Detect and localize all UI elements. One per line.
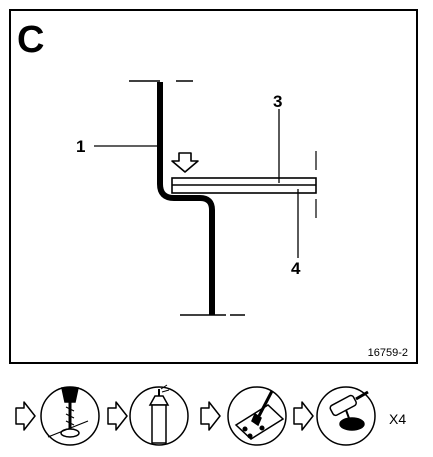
drill-icon [40, 386, 100, 446]
callout-3: 3 [273, 92, 282, 111]
step-arrow-icon [200, 401, 221, 431]
procedure-strip [15, 384, 376, 446]
callout-1: 1 [76, 137, 85, 156]
step-arrow-icon [107, 401, 128, 431]
angle-grinder-icon [316, 386, 376, 446]
brush-icon [227, 386, 287, 446]
step-arrow-icon [15, 401, 36, 431]
sealant-cartridge-icon [129, 384, 189, 446]
down-arrow-icon [171, 152, 199, 173]
panel-frame [9, 9, 418, 364]
step-arrow-icon [293, 401, 314, 431]
callout-4: 4 [291, 259, 301, 278]
part-3-4-overlap-panels [171, 151, 317, 218]
part-1-bent-panel [129, 80, 245, 316]
repeat-count-label: X4 [389, 411, 406, 427]
reference-number: 16759-2 [368, 347, 408, 359]
panel-letter: C [17, 19, 44, 61]
